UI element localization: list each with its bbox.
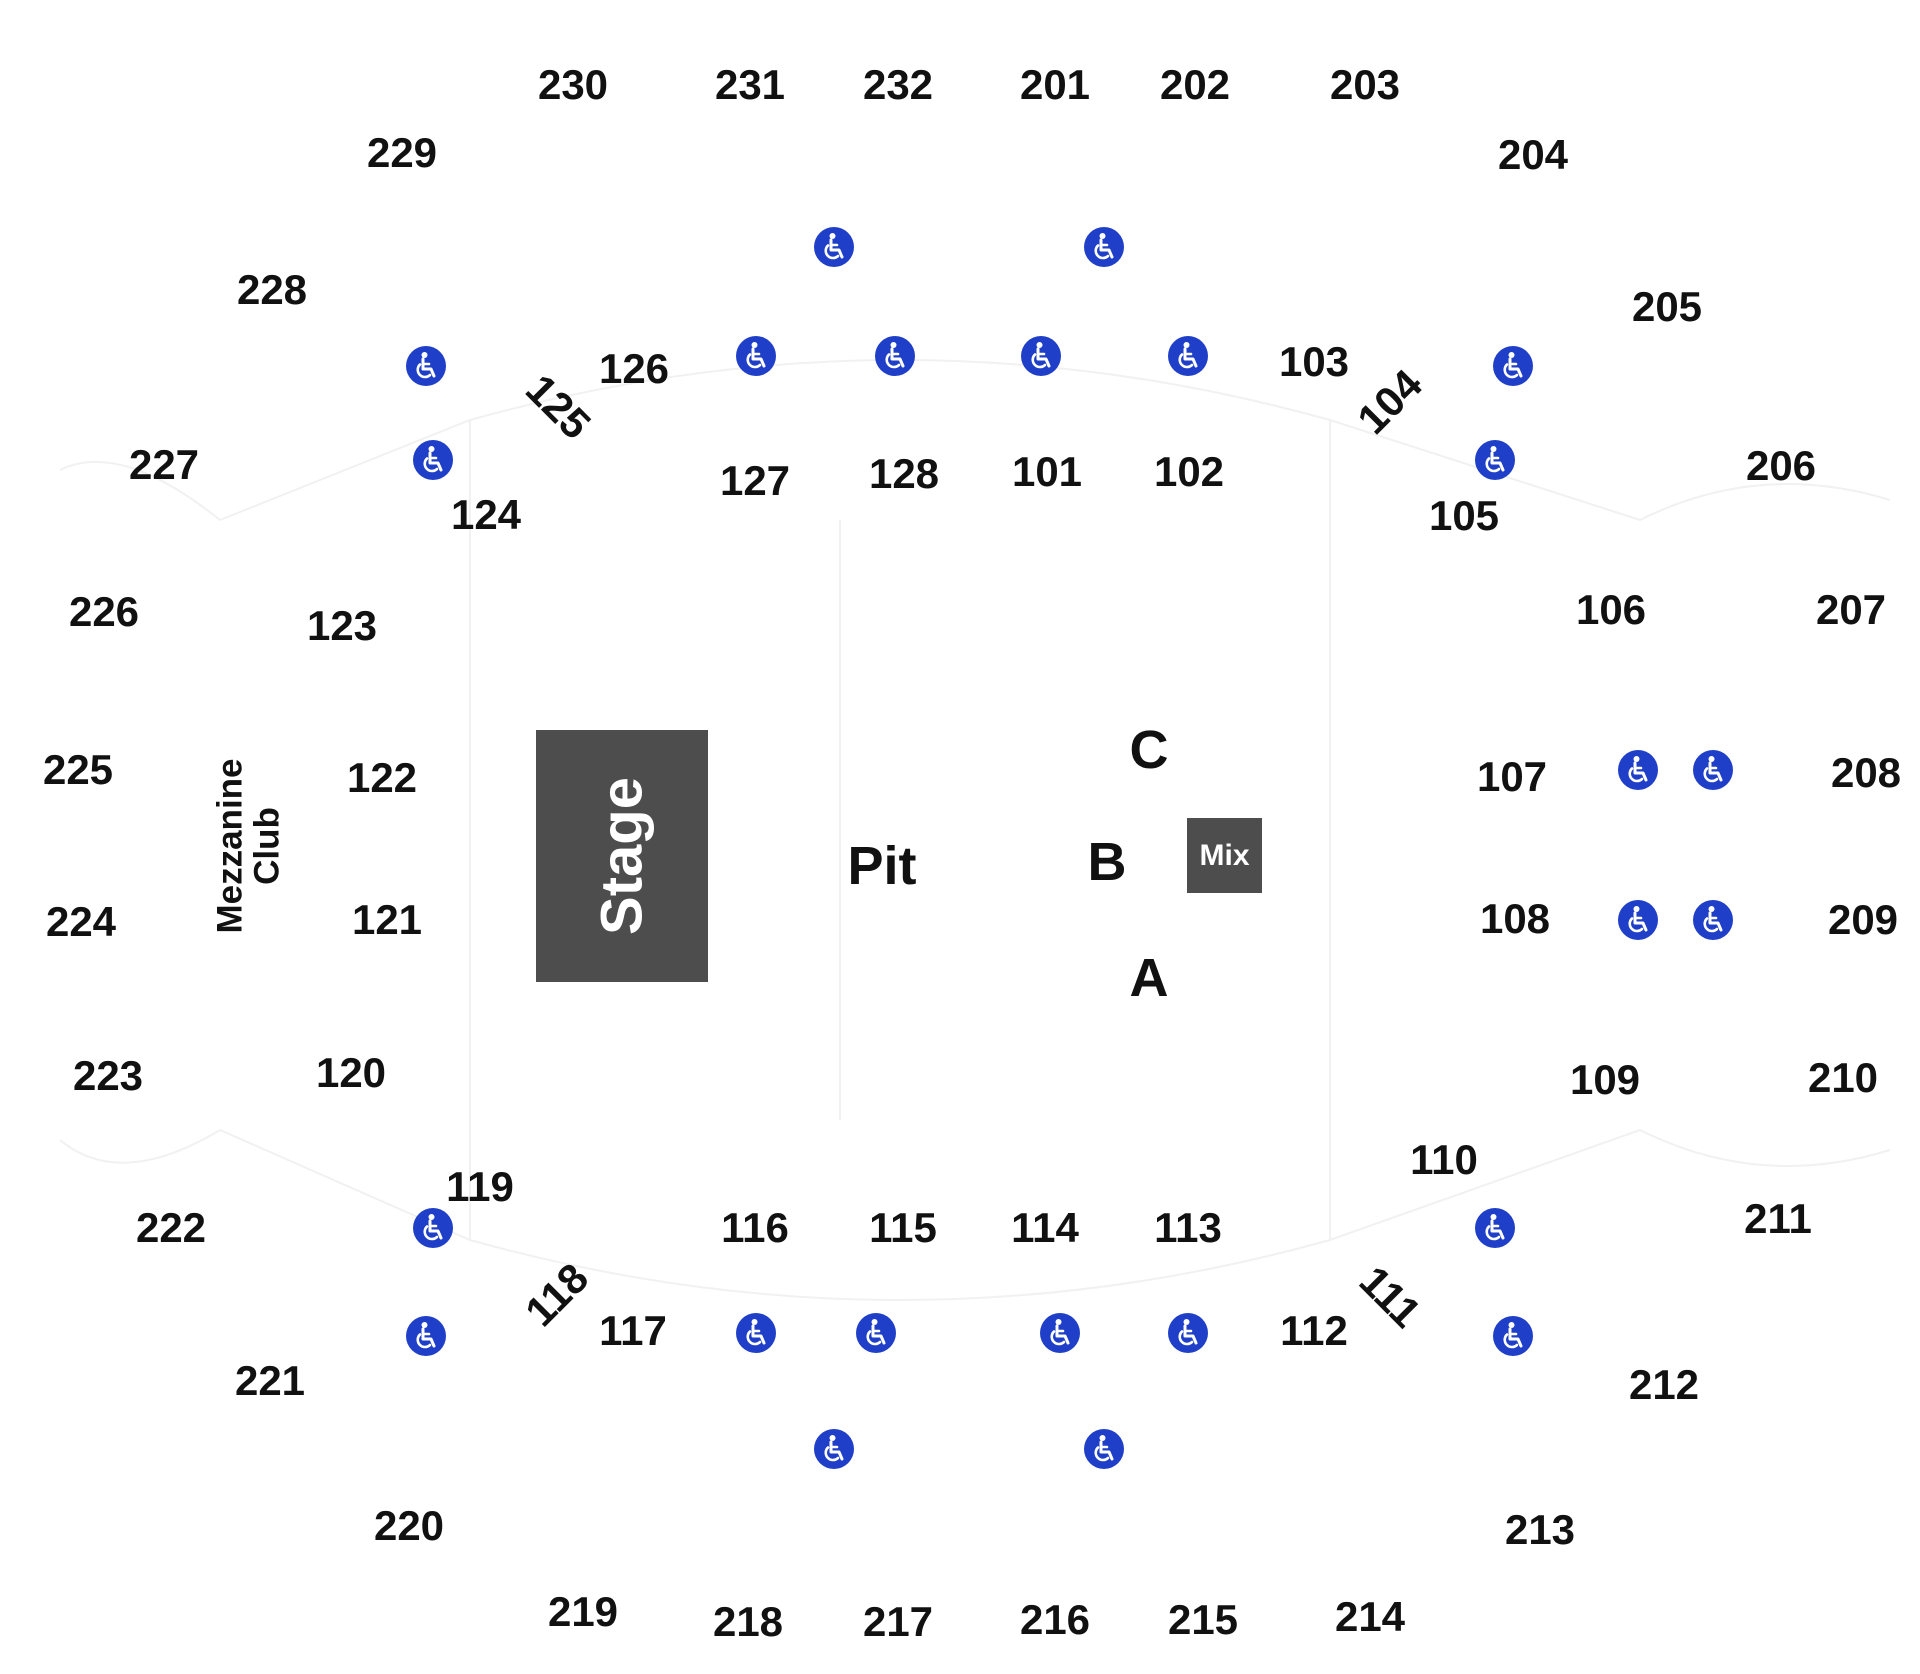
wheelchair-icon	[1083, 226, 1125, 268]
section-211[interactable]: 211	[1744, 1195, 1812, 1242]
wheelchair-icon	[735, 1312, 777, 1354]
section-106[interactable]: 106	[1575, 586, 1647, 633]
wheelchair-icon	[412, 1207, 454, 1249]
section-204[interactable]: 204	[1497, 131, 1569, 178]
wheelchair-icon	[1020, 335, 1062, 377]
wheelchair-icon	[855, 1312, 897, 1354]
section-203[interactable]: 203	[1329, 61, 1401, 108]
section-232[interactable]: 232	[862, 61, 934, 108]
section-229[interactable]: 229	[366, 129, 438, 176]
section-219[interactable]: 219	[547, 1588, 619, 1635]
section-225[interactable]: 225	[42, 746, 114, 793]
wheelchair-icon	[813, 226, 855, 268]
section-112[interactable]: 112	[1280, 1307, 1348, 1354]
section-102[interactable]: 102	[1153, 448, 1225, 495]
section-123[interactable]: 123	[306, 602, 378, 649]
section-201[interactable]: 201	[1019, 61, 1091, 108]
mezzanine-label-line2: Club	[247, 807, 286, 885]
section-124[interactable]: 124	[450, 491, 522, 538]
section-205[interactable]: 205	[1631, 283, 1703, 330]
section-113[interactable]: 113	[1154, 1204, 1222, 1251]
section-209[interactable]: 209	[1827, 896, 1899, 943]
section-215[interactable]: 215	[1167, 1596, 1239, 1643]
section-228[interactable]: 228	[236, 266, 308, 313]
mix-position: Mix	[1187, 818, 1262, 893]
section-206[interactable]: 206	[1745, 442, 1817, 489]
mezzanine-label-line1: Mezzanine	[210, 758, 250, 934]
wheelchair-icon	[1617, 749, 1659, 791]
wheelchair-icon	[1692, 899, 1734, 941]
section-116[interactable]: 116	[721, 1204, 789, 1251]
wheelchair-icon	[874, 335, 916, 377]
stage-label: Stage	[589, 777, 655, 935]
section-223[interactable]: 223	[72, 1052, 144, 1099]
wheelchair-icon	[1474, 1207, 1516, 1249]
section-202[interactable]: 202	[1159, 61, 1231, 108]
wheelchair-icon	[1039, 1312, 1081, 1354]
section-117[interactable]: 117	[599, 1307, 667, 1354]
wheelchair-icon	[405, 345, 447, 387]
section-227[interactable]: 227	[128, 441, 200, 488]
wheelchair-icon	[1167, 1312, 1209, 1354]
wheelchair-icon	[735, 335, 777, 377]
section-224[interactable]: 224	[45, 898, 117, 945]
section-115[interactable]: 115	[869, 1204, 937, 1251]
section-105[interactable]: 105	[1428, 492, 1500, 539]
wheelchair-icon	[813, 1428, 855, 1470]
mezzanine-club-label: Mezzanine Club	[210, 758, 286, 934]
section-217[interactable]: 217	[862, 1598, 934, 1645]
section-207[interactable]: 207	[1815, 586, 1887, 633]
section-212[interactable]: 212	[1628, 1361, 1700, 1408]
section-120[interactable]: 120	[315, 1049, 387, 1096]
section-121[interactable]: 121	[351, 896, 423, 943]
section-119[interactable]: 119	[446, 1163, 514, 1210]
section-108[interactable]: 108	[1479, 895, 1551, 942]
section-103[interactable]: 103	[1278, 338, 1350, 385]
section-226[interactable]: 226	[68, 588, 140, 635]
wheelchair-icon	[1474, 439, 1516, 481]
section-214[interactable]: 214	[1334, 1593, 1406, 1640]
wheelchair-icon	[412, 439, 454, 481]
section-101[interactable]: 101	[1011, 448, 1083, 495]
section-127[interactable]: 127	[719, 457, 791, 504]
floor-section-a[interactable]: A	[1129, 948, 1169, 1008]
section-128[interactable]: 128	[868, 450, 940, 497]
section-107[interactable]: 107	[1476, 753, 1548, 800]
floor-section-b[interactable]: B	[1087, 832, 1127, 892]
section-216[interactable]: 216	[1019, 1596, 1091, 1643]
pit-section[interactable]: Pit	[847, 836, 917, 896]
stage: Stage	[536, 730, 708, 982]
section-109[interactable]: 109	[1569, 1056, 1641, 1103]
section-221[interactable]: 221	[234, 1357, 306, 1404]
section-110[interactable]: 110	[1410, 1136, 1478, 1183]
section-122[interactable]: 122	[346, 754, 418, 801]
section-208[interactable]: 208	[1830, 749, 1902, 796]
section-114[interactable]: 114	[1011, 1204, 1079, 1251]
wheelchair-icon	[1167, 335, 1209, 377]
section-218[interactable]: 218	[712, 1598, 784, 1645]
wheelchair-icon	[405, 1315, 447, 1357]
wheelchair-icon	[1492, 345, 1534, 387]
wheelchair-icon	[1617, 899, 1659, 941]
section-126[interactable]: 126	[598, 345, 670, 392]
wheelchair-icon	[1083, 1428, 1125, 1470]
section-213[interactable]: 213	[1504, 1506, 1576, 1553]
mix-label: Mix	[1199, 838, 1250, 872]
section-220[interactable]: 220	[373, 1502, 445, 1549]
section-230[interactable]: 230	[537, 61, 609, 108]
wheelchair-icon	[1692, 749, 1734, 791]
floor-section-c[interactable]: C	[1129, 720, 1169, 780]
wheelchair-icon	[1492, 1315, 1534, 1357]
section-222[interactable]: 222	[135, 1204, 207, 1251]
section-210[interactable]: 210	[1807, 1054, 1879, 1101]
section-231[interactable]: 231	[714, 61, 786, 108]
